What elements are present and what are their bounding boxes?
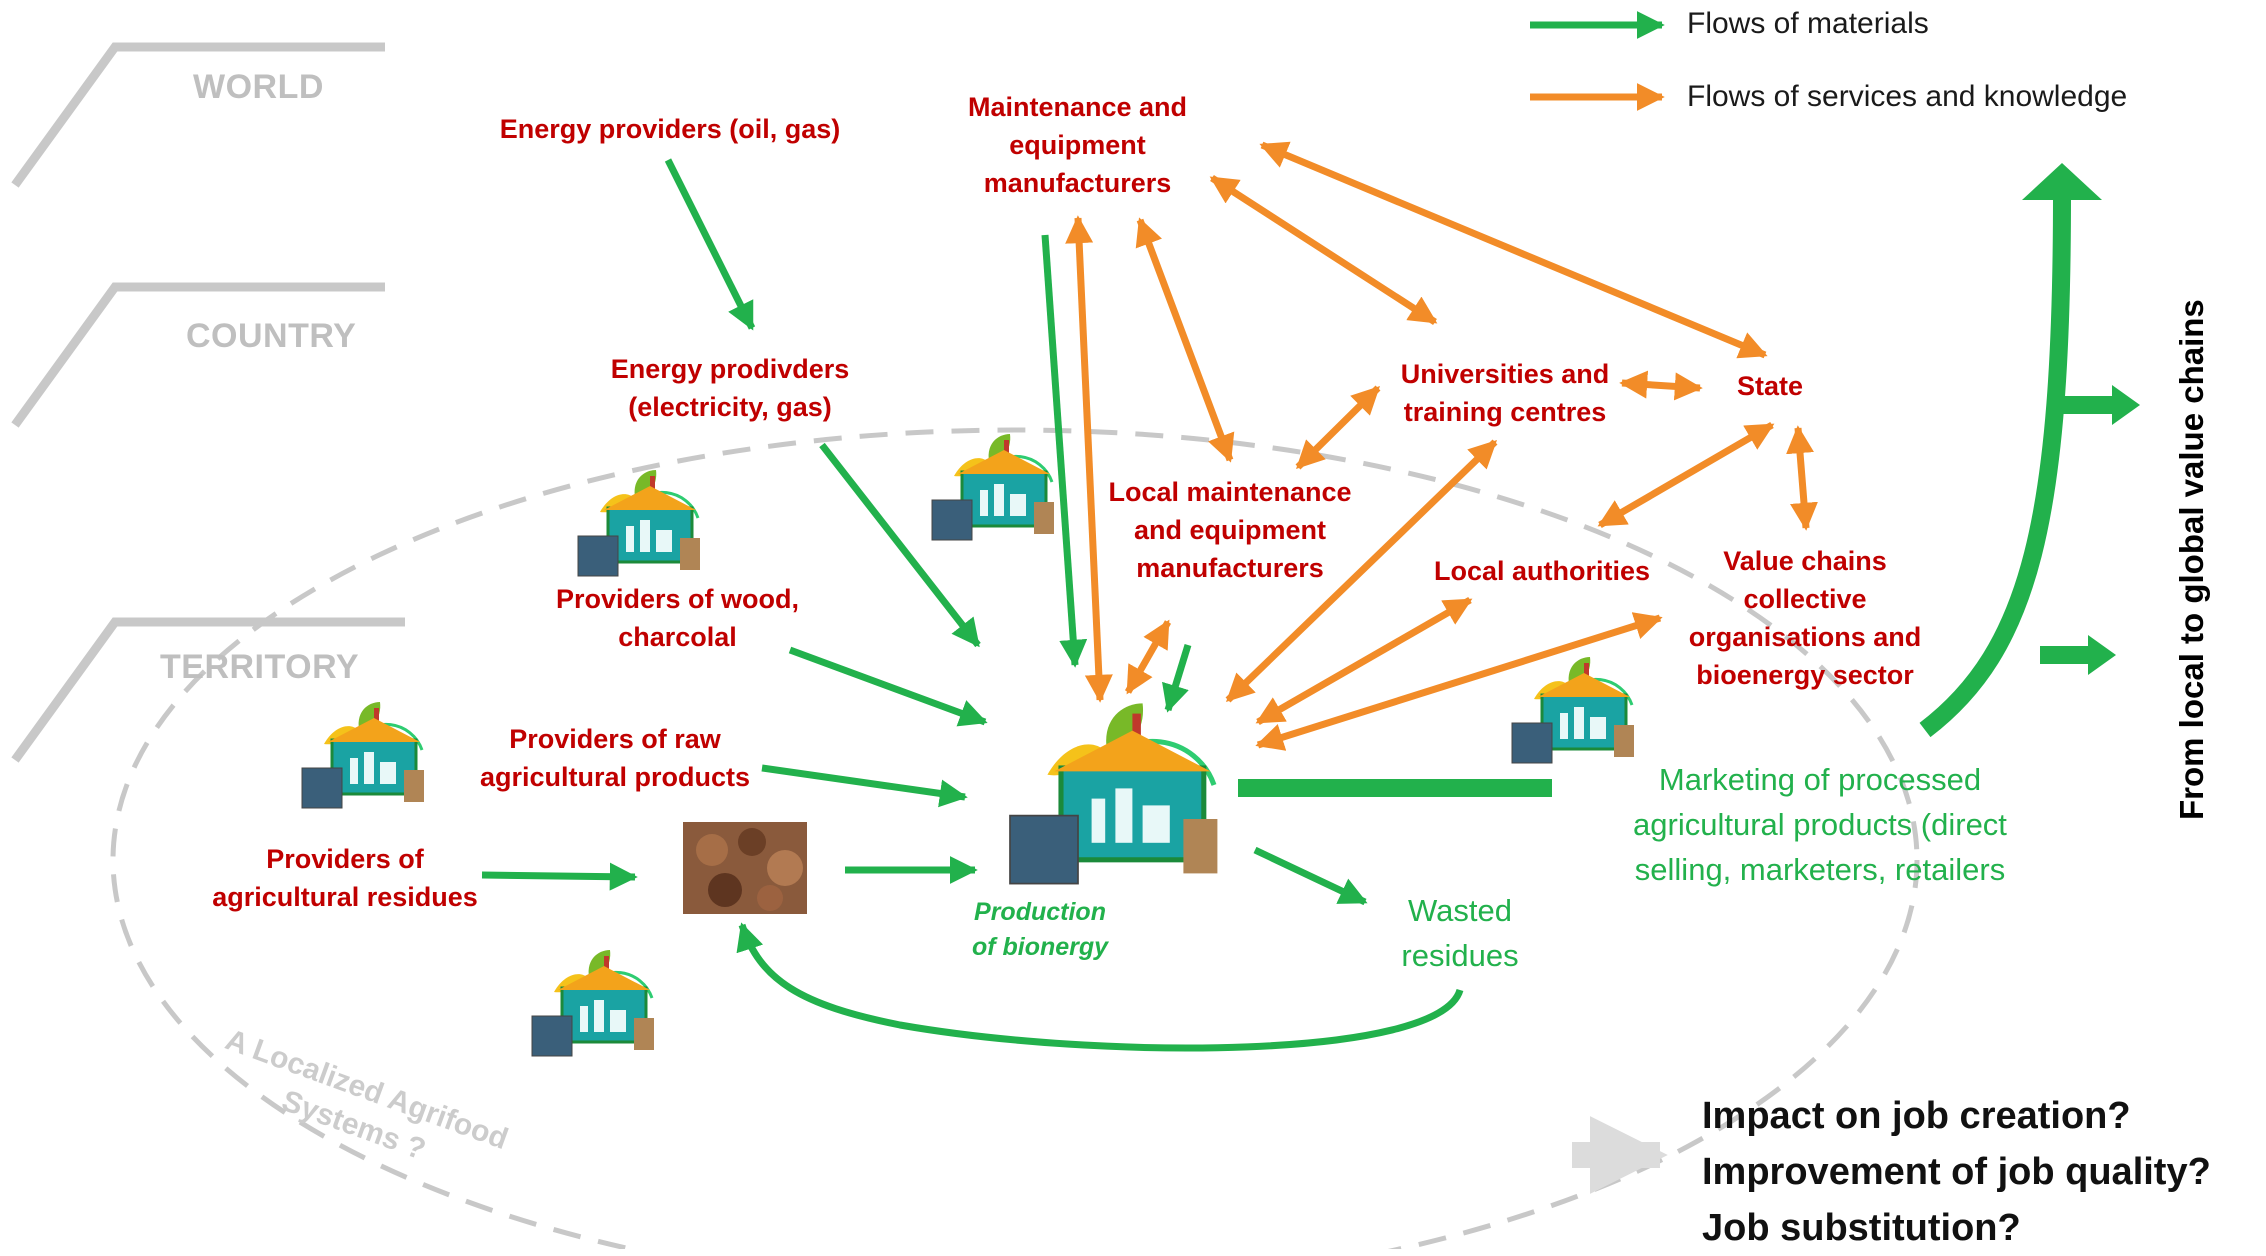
lafs-boundary <box>110 427 1920 1249</box>
flow-elec-to-production <box>819 442 981 648</box>
actor-residue-providers: Providers of agricultural residues <box>190 840 500 916</box>
actor-energy-providers-oil-gas: Energy providers (oil, gas) <box>470 110 870 148</box>
output-label: of bionergy <box>971 933 1109 961</box>
flow-local-auth-production <box>1255 596 1473 726</box>
actor-label: Maintenance and <box>967 92 1188 122</box>
actor-label: manufacturers <box>983 168 1172 198</box>
actor-label: Local maintenance <box>1108 477 1352 507</box>
bioenergy-unit-icon-main <box>1009 703 1218 885</box>
bioenergy-unit-icon-small <box>531 950 654 1057</box>
level-territory: TERRITORY <box>160 648 360 686</box>
output-label: selling, marketers, retailers <box>1634 852 2006 887</box>
actor-local-maintenance: Local maintenance and equipment manufact… <box>1060 473 1400 587</box>
question-job-creation: Impact on job creation? <box>1702 1095 2131 1137</box>
flow-state-local-auth <box>1597 421 1775 529</box>
actor-label: manufacturers <box>1136 553 1324 583</box>
flow-value-chains-production <box>1255 612 1663 751</box>
job-questions: Impact on job creation? Improvement of j… <box>1702 1088 2262 1256</box>
actor-label: Providers of raw <box>509 724 721 754</box>
bioenergy-unit-icon-small <box>931 434 1054 541</box>
wasted-residues: Wasted residues <box>1370 888 1550 978</box>
bioenergy-unit-icon-small <box>577 470 700 577</box>
actor-label: Providers of wood, <box>555 584 800 614</box>
output-label: Wasted <box>1408 893 1512 928</box>
output-label: residues <box>1401 938 1519 973</box>
legend-materials: Flows of materials <box>1687 7 1929 40</box>
actor-label: (electricity, gas) <box>628 392 832 422</box>
flow-residues-to-pile <box>481 862 638 891</box>
actor-energy-providers-electricity: Energy prodivders (electricity, gas) <box>555 350 905 426</box>
actor-label: and equipment <box>1133 515 1326 545</box>
flow-maint-local-maint <box>1135 217 1235 463</box>
flow-local-maint-to-production <box>1162 643 1192 713</box>
flow-maint-state <box>1259 141 1768 359</box>
flow-state-value-chains <box>1786 425 1818 531</box>
output-label: agricultural products (direct <box>1633 807 2007 842</box>
bioenergy-unit-icon-small <box>301 702 424 809</box>
production-of-bioenergy: Production of bionergy <box>955 895 1125 965</box>
residue-pile-image <box>683 822 807 914</box>
territory-step <box>11 617 405 763</box>
flow-maint-to-production <box>1041 234 1088 668</box>
from-local-to-global-label: From local to global value chains <box>2173 299 2210 820</box>
actor-label: agricultural products <box>479 762 751 792</box>
actor-maintenance-manufacturers: Maintenance and equipment manufacturers <box>900 88 1255 202</box>
legend-services: Flows of services and knowledge <box>1687 80 2128 113</box>
flow-maint-production <box>1065 215 1113 703</box>
question-job-quality: Improvement of job quality? <box>1702 1151 2211 1193</box>
actor-value-chains: Value chains collective organisations an… <box>1640 542 1970 694</box>
global-value-chain-arrow <box>1919 194 2115 738</box>
flow-wood-to-production <box>788 646 988 727</box>
actor-wood-providers: Providers of wood, charcolal <box>515 580 840 656</box>
actor-label: training centres <box>1403 397 1607 427</box>
actor-label: collective <box>1743 584 1867 614</box>
flow-universities-state <box>1619 370 1703 401</box>
question-job-substitution: Job substitution? <box>1702 1207 2021 1249</box>
flow-raw-to-production <box>761 764 968 808</box>
actor-label: agricultural residues <box>212 882 478 912</box>
service-flows <box>1065 141 1818 751</box>
world-step <box>11 42 385 188</box>
actor-label: equipment <box>1009 130 1146 160</box>
actor-label: bioenergy sector <box>1696 660 1914 690</box>
level-steps <box>11 42 405 763</box>
flow-waste-recycle <box>736 922 1464 1052</box>
level-world: WORLD <box>193 68 324 106</box>
output-label: Marketing of processed <box>1658 762 1982 797</box>
actor-raw-products-providers: Providers of raw agricultural products <box>445 720 785 796</box>
actor-local-authorities: Local authorities <box>1433 556 1651 586</box>
flow-local-maint-production <box>1124 619 1172 695</box>
actor-label: Universities and <box>1400 359 1610 389</box>
actor-universities: Universities and training centres <box>1345 355 1665 431</box>
level-country: COUNTRY <box>186 317 357 355</box>
actor-label: charcolal <box>618 622 737 652</box>
flow-oil-gas-to-elec <box>664 158 756 331</box>
marketing-processed-products: Marketing of processed agricultural prod… <box>1555 757 2085 892</box>
global-arrowheads <box>2022 163 2140 675</box>
actor-label: Energy prodivders <box>610 354 850 384</box>
actor-state: State <box>1736 371 1804 401</box>
actor-label: Providers of <box>266 844 424 874</box>
bioenergy-unit-icon-small <box>1511 657 1634 764</box>
output-label: Production <box>974 898 1106 926</box>
actor-label: organisations and <box>1688 622 1922 652</box>
actor-label: Value chains <box>1723 546 1887 576</box>
flow-production-to-waste <box>1253 846 1368 906</box>
actor-label: Energy providers (oil, gas) <box>499 114 841 144</box>
country-step <box>11 282 385 428</box>
